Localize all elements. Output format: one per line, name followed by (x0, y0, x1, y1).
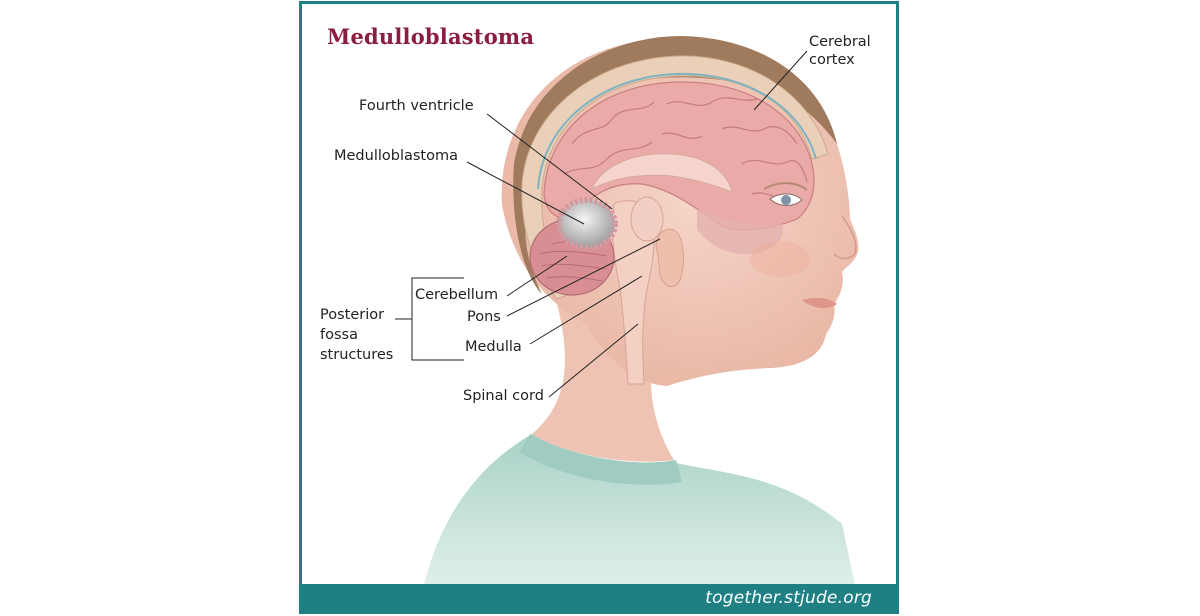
label-posterior-fossa-line1: Posterior (320, 307, 385, 323)
leader-lines (395, 50, 808, 398)
label-cerebral-cortex-line1: Cerebral (809, 34, 871, 50)
head-illustration (395, 36, 859, 594)
page-title: Medulloblastoma (327, 24, 535, 49)
label-pons: Pons (467, 309, 501, 325)
brain-gyri (563, 97, 808, 201)
illustration-frame: Medulloblastoma Cerebral cortex Fourth v… (299, 1, 899, 614)
neck (532, 304, 674, 462)
label-cerebral-cortex-line2: cortex (809, 52, 855, 68)
footer-bar: together.stjude.org (302, 584, 896, 614)
label-medulla: Medulla (465, 339, 522, 355)
shirt (422, 434, 857, 594)
label-fourth-ventricle: Fourth ventricle (359, 98, 474, 114)
footer-url: together.stjude.org (705, 588, 872, 608)
label-posterior-fossa-line3: structures (320, 347, 394, 363)
shirt-collar (520, 434, 682, 485)
label-posterior-fossa-line2: fossa (320, 327, 358, 343)
pons (630, 196, 664, 242)
corpus-callosum (591, 153, 733, 193)
mouth (802, 297, 837, 309)
label-cerebellum: Cerebellum (415, 287, 499, 303)
ear (655, 228, 684, 288)
tumor (556, 197, 618, 251)
label-spinal-cord: Spinal cord (463, 388, 544, 404)
nose (833, 215, 857, 260)
label-medulloblastoma: Medulloblastoma (334, 148, 458, 164)
